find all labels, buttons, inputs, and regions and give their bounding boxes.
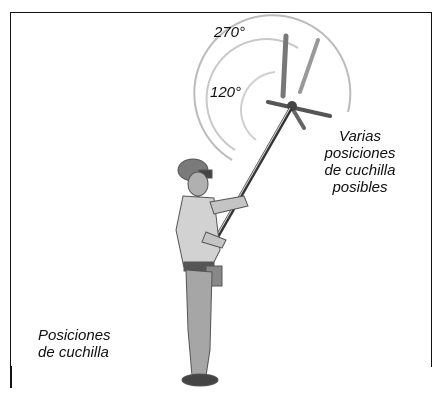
blade-up-left	[280, 33, 289, 99]
callout-line-1: Varias	[339, 128, 381, 145]
blade-positions-callout: Varias posiciones de cuchilla posibles	[290, 128, 430, 196]
arc-270	[193, 14, 352, 161]
frame-left-stub	[10, 366, 12, 388]
pole-shaft	[210, 107, 293, 247]
callout-line-4: posibles	[332, 179, 388, 196]
angle-270-label: 270°	[214, 24, 246, 41]
caption-line-1: Posiciones	[38, 327, 111, 344]
arm-upper	[209, 195, 249, 215]
head	[187, 171, 209, 197]
callout-line-2: posiciones	[324, 145, 396, 162]
arm-lower	[201, 231, 227, 249]
blade-horizontal	[266, 100, 332, 118]
pole-highlight	[210, 107, 291, 247]
blade-up-right	[298, 38, 320, 94]
figure-caption: Posiciones de cuchilla	[38, 327, 111, 361]
arc-inner	[240, 71, 276, 141]
legs	[185, 269, 213, 377]
boots	[181, 373, 219, 387]
arc-120	[205, 38, 299, 151]
caption-line-2: de cuchilla	[38, 344, 109, 361]
blade-down	[290, 106, 306, 130]
operator-figure	[175, 158, 249, 387]
angle-120-label: 120°	[210, 84, 242, 101]
figure-frame	[10, 12, 432, 367]
callout-line-3: de cuchilla	[324, 162, 396, 179]
